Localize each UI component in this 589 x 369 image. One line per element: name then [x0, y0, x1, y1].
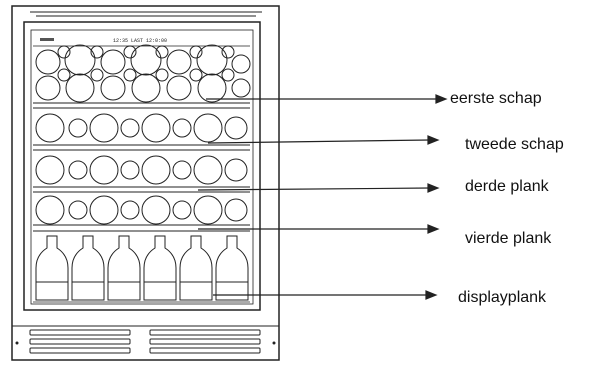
display-bottles [35, 235, 249, 301]
bottle-end [68, 160, 88, 180]
bottle-end [189, 45, 203, 59]
bottle-end [35, 113, 65, 143]
bottle-end [189, 68, 203, 82]
bottle-end [172, 160, 192, 180]
bottle-end [172, 200, 192, 220]
bottle-end [57, 68, 71, 82]
grille-slot [29, 338, 131, 345]
bottle-end [221, 68, 235, 82]
bottle-end [64, 44, 96, 76]
bottle-end [123, 68, 137, 82]
bottle-end [193, 195, 223, 225]
arrowhead-displayplank [425, 290, 438, 300]
standing-bottle [71, 235, 105, 301]
bottle-end [155, 45, 169, 59]
bottle-end [89, 155, 119, 185]
bottle-end [35, 49, 61, 75]
display-readout: 12:35 LAST 12:0:00 [113, 38, 167, 44]
bottle-end [89, 113, 119, 143]
bottle-end [166, 49, 192, 75]
shelf-rails [33, 102, 250, 232]
foot-screw-left [15, 341, 19, 345]
bottle-end [35, 195, 65, 225]
bottle-end [89, 195, 119, 225]
bottle-end [68, 118, 88, 138]
standing-bottle [179, 235, 213, 301]
bottle-ends [35, 44, 251, 225]
label-vierde-plank: vierde plank [465, 230, 552, 247]
bottle-end [141, 113, 171, 143]
standing-bottle [107, 235, 141, 301]
arrowhead-vierde-plank [427, 224, 440, 234]
bottle-end [197, 73, 227, 103]
label-eerste-schap: eerste schap [450, 90, 542, 107]
display-icon [40, 38, 54, 41]
bottle-end [166, 75, 192, 101]
bottle-end [120, 160, 140, 180]
grille-slot [29, 329, 131, 336]
bottle-end [90, 45, 104, 59]
grille-slot [149, 347, 261, 354]
grille-slot [149, 329, 261, 336]
standing-bottle [143, 235, 177, 301]
label-derde-plank: derde plank [465, 178, 549, 195]
foot-screw-right [272, 341, 276, 345]
bottle-end [141, 195, 171, 225]
bottle-end [35, 75, 61, 101]
bottle-end [141, 155, 171, 185]
bottle-end [231, 78, 251, 98]
bottle-end [224, 158, 248, 182]
bottle-end [100, 75, 126, 101]
bottle-end [193, 113, 223, 143]
arrow-line-derde-plank [197, 187, 431, 191]
arrowhead-eerste-schap [435, 94, 448, 104]
bottle-end [68, 200, 88, 220]
bottle-end [155, 68, 169, 82]
cabinet-outline [11, 5, 280, 361]
standing-bottle [215, 235, 249, 301]
bottle-end [65, 73, 95, 103]
grille-slot [29, 347, 131, 354]
arrowhead-derde-plank [427, 183, 440, 193]
bottle-end [123, 45, 137, 59]
bottle-end [231, 54, 251, 74]
arrow-line-tweede-schap [207, 139, 431, 144]
bottle-end [224, 116, 248, 140]
top-trim [30, 11, 262, 17]
bottle-end [57, 45, 71, 59]
standing-bottle [35, 235, 69, 301]
bottle-end [120, 200, 140, 220]
bottle-end [35, 155, 65, 185]
bottle-end [193, 155, 223, 185]
bottle-end [120, 118, 140, 138]
bottle-end [221, 45, 235, 59]
grille-slot [149, 338, 261, 345]
label-displayplank: displayplank [458, 289, 547, 306]
door-outline [23, 21, 261, 311]
bottle-end [131, 73, 161, 103]
bottle-end [172, 118, 192, 138]
bottle-end [130, 44, 162, 76]
arrowhead-tweede-schap [427, 135, 440, 145]
bottle-end [224, 198, 248, 222]
base-grille [12, 325, 279, 354]
bottle-end [100, 49, 126, 75]
bottle-end [90, 68, 104, 82]
door-inner [30, 29, 254, 305]
label-tweede-schap: tweede schap [465, 136, 564, 153]
bottle-end [196, 44, 228, 76]
pointer-arrows [197, 94, 448, 300]
